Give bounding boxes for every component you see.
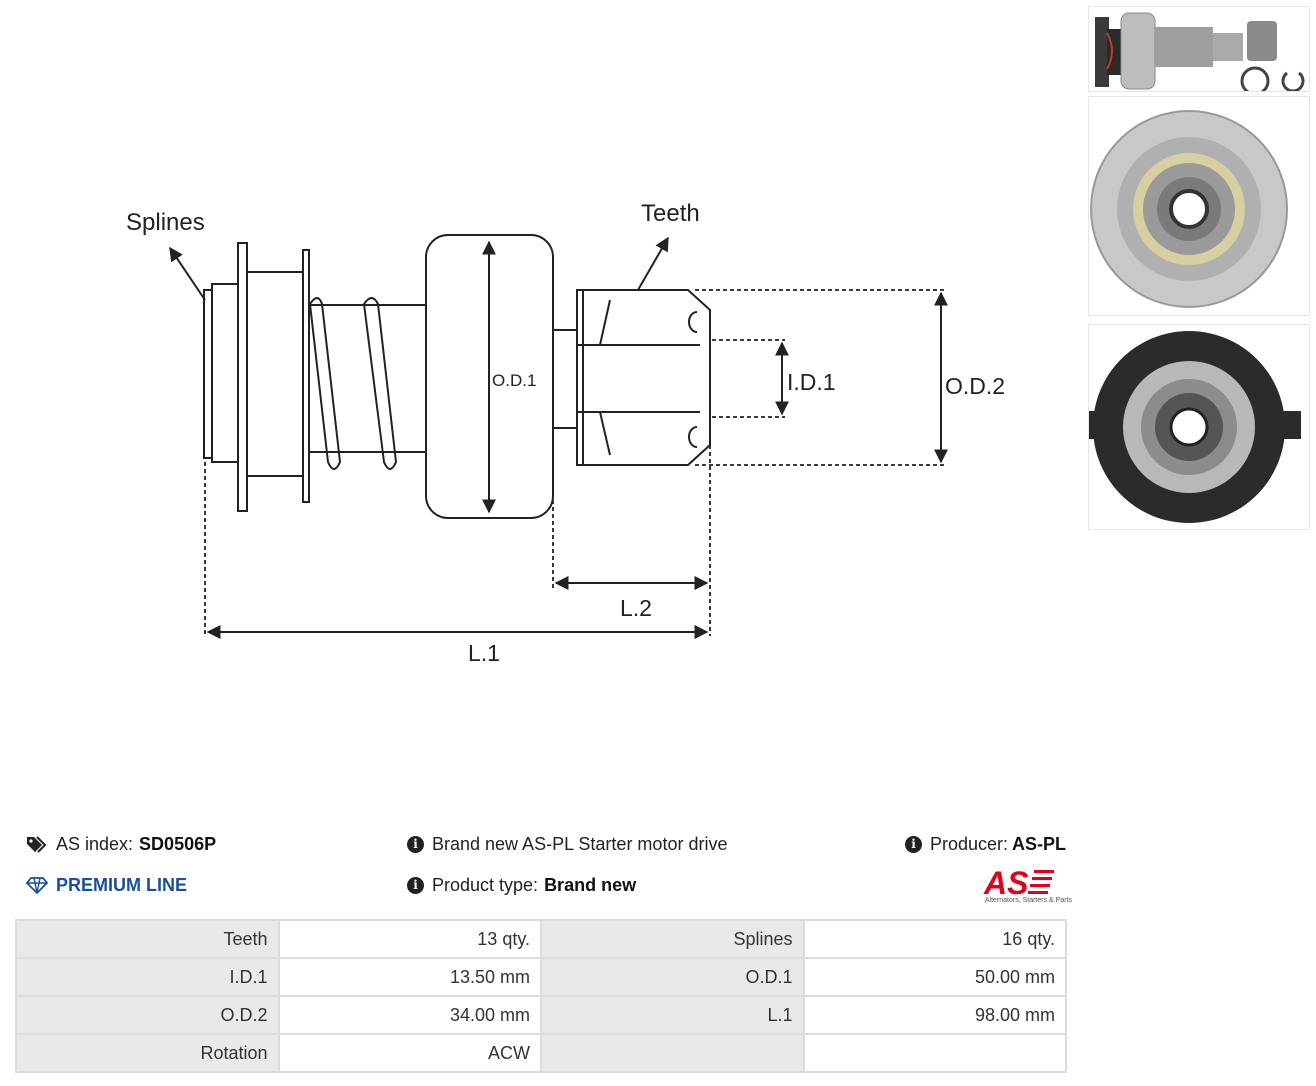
id1-label: I.D.1 (787, 369, 836, 395)
as-index-value: SD0506P (139, 834, 217, 854)
spec-value-cell (802, 1033, 1067, 1073)
spring-coil-2 (362, 297, 398, 470)
as-index-row: AS index: SD0506P (26, 833, 216, 855)
od2-label: O.D.2 (945, 373, 1005, 399)
l1-label: L.1 (468, 640, 500, 666)
svg-text:AS: AS (983, 865, 1029, 898)
info-icon: i (407, 835, 424, 853)
tag-icon (26, 835, 48, 853)
teeth-leader (637, 236, 669, 291)
premium-line-label: PREMIUM LINE (56, 875, 188, 895)
product-type-value: Brand new (544, 875, 637, 895)
collar-body (246, 271, 304, 477)
description-row: i Brand new AS-PL Starter motor drive (407, 833, 727, 855)
flange-1 (237, 242, 248, 512)
spec-key-cell: Teeth (15, 919, 280, 959)
as-index-label: AS index: (56, 834, 134, 854)
l2-label: L.2 (620, 595, 652, 621)
spec-key-cell: O.D.1 (540, 957, 805, 997)
od1-label: O.D.1 (492, 371, 536, 390)
as-pl-logo: AS Alternators, Starters & Parts (962, 864, 1072, 908)
product-type-row: i Product type: Brand new (407, 874, 636, 896)
info-icon: i (407, 876, 424, 894)
spec-value-cell: 34.00 mm (277, 995, 543, 1035)
spec-key-cell (540, 1033, 805, 1073)
spec-key-cell: Rotation (15, 1033, 280, 1073)
spec-value-cell: 16 qty. (802, 919, 1067, 959)
producer-row: i Producer: AS-PL (905, 833, 1066, 855)
spec-key-cell: Splines (540, 919, 805, 959)
clutch-body (425, 234, 554, 519)
spec-key-cell: O.D.2 (15, 995, 280, 1035)
product-type-label: Product type: (432, 875, 539, 895)
logo-tagline: Alternators, Starters & Parts (984, 897, 1072, 904)
spec-value-cell: 50.00 mm (802, 957, 1067, 997)
producer-value: AS-PL (1012, 834, 1067, 854)
producer-label: Producer: (930, 834, 1009, 854)
spec-key-cell: L.1 (540, 995, 805, 1035)
spec-key-cell: I.D.1 (15, 957, 280, 997)
spec-value-cell: ACW (277, 1033, 543, 1073)
splines-leader (169, 246, 206, 301)
teeth-label: Teeth (641, 200, 700, 227)
spline-end (203, 289, 213, 459)
product-photo-side[interactable] (1088, 6, 1310, 92)
splines-label: Splines (126, 209, 205, 236)
premium-line-row: PREMIUM LINE (26, 874, 187, 896)
spline-collar (211, 283, 239, 463)
technical-drawing: Splines Teeth O.D.1 I.D.1 O.D.2 L.2 L.1 (126, 200, 1005, 666)
spec-value-cell: 98.00 mm (802, 995, 1067, 1035)
product-photo-front[interactable] (1088, 96, 1310, 316)
info-icon: i (905, 835, 922, 853)
spring-coil-1 (308, 297, 342, 470)
description-text: Brand new AS-PL Starter motor drive (432, 834, 728, 854)
spec-value-cell: 13.50 mm (277, 957, 543, 997)
spec-value-cell: 13 qty. (277, 919, 543, 959)
product-photo-rear[interactable] (1088, 324, 1310, 530)
diamond-icon (26, 876, 48, 894)
flange-2 (302, 249, 310, 503)
